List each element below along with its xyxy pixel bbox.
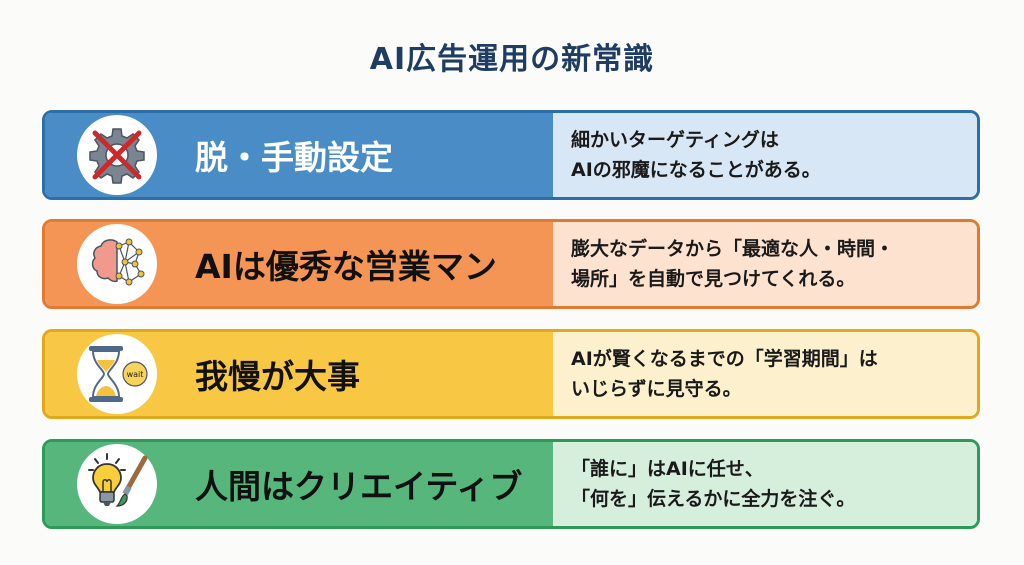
description-line: 「誰に」はAIに任せ、	[571, 458, 764, 480]
card-left: AIは優秀な営業マン	[45, 222, 553, 306]
card-heading: AIは優秀な営業マン	[195, 247, 497, 286]
card-human-creative: 人間はクリエイティブ 「誰に」はAIに任せ、「何を」伝えるかに全力を注ぐ。	[42, 439, 980, 529]
description-line: 膨大なデータから「最適な人・時間・	[571, 238, 895, 260]
description-line: 「何を」伝えるかに全力を注ぐ。	[571, 488, 856, 510]
hourglass-icon: wait	[77, 334, 157, 414]
description-line: いじらずに見守る。	[571, 378, 742, 400]
page-title: AI広告運用の新常識	[369, 42, 655, 77]
card-left: wait 我慢が大事	[45, 332, 553, 416]
crossed-gear-icon	[77, 115, 157, 195]
description-line: 場所」を自動で見つけてくれる。	[571, 268, 856, 290]
card-heading: 人間はクリエイティブ	[195, 467, 523, 506]
card-left: 人間はクリエイティブ	[45, 442, 553, 526]
card-left: 脱・手動設定	[45, 113, 553, 197]
card-manual-settings: 脱・手動設定 細かいターゲティングは AIの邪魔になることがある。	[42, 110, 980, 200]
card-ai-salesperson: AIは優秀な営業マン 膨大なデータから「最適な人・時間・場所」を自動で見つけてく…	[42, 219, 980, 309]
card-heading: 我慢が大事	[195, 357, 360, 396]
card-description: 膨大なデータから「最適な人・時間・場所」を自動で見つけてくれる。	[553, 222, 977, 306]
wait-badge: wait	[127, 370, 144, 379]
card-heading: 脱・手動設定	[195, 138, 393, 177]
lightbulb-brush-icon	[77, 444, 157, 524]
card-description: 細かいターゲティングは AIの邪魔になることがある。	[553, 113, 977, 197]
card-description: AIが賢くなるまでの「学習期間」はいじらずに見守る。	[553, 332, 977, 416]
description-line: AIの邪魔になることがある。	[571, 159, 821, 181]
card-description: 「誰に」はAIに任せ、「何を」伝えるかに全力を注ぐ。	[553, 442, 977, 526]
brain-network-icon	[77, 224, 157, 304]
card-patience: wait 我慢が大事 AIが賢くなるまでの「学習期間」はいじらずに見守る。	[42, 329, 980, 419]
description-line: 細かいターゲティングは	[571, 129, 779, 151]
description-line: AIが賢くなるまでの「学習期間」は	[571, 348, 878, 370]
